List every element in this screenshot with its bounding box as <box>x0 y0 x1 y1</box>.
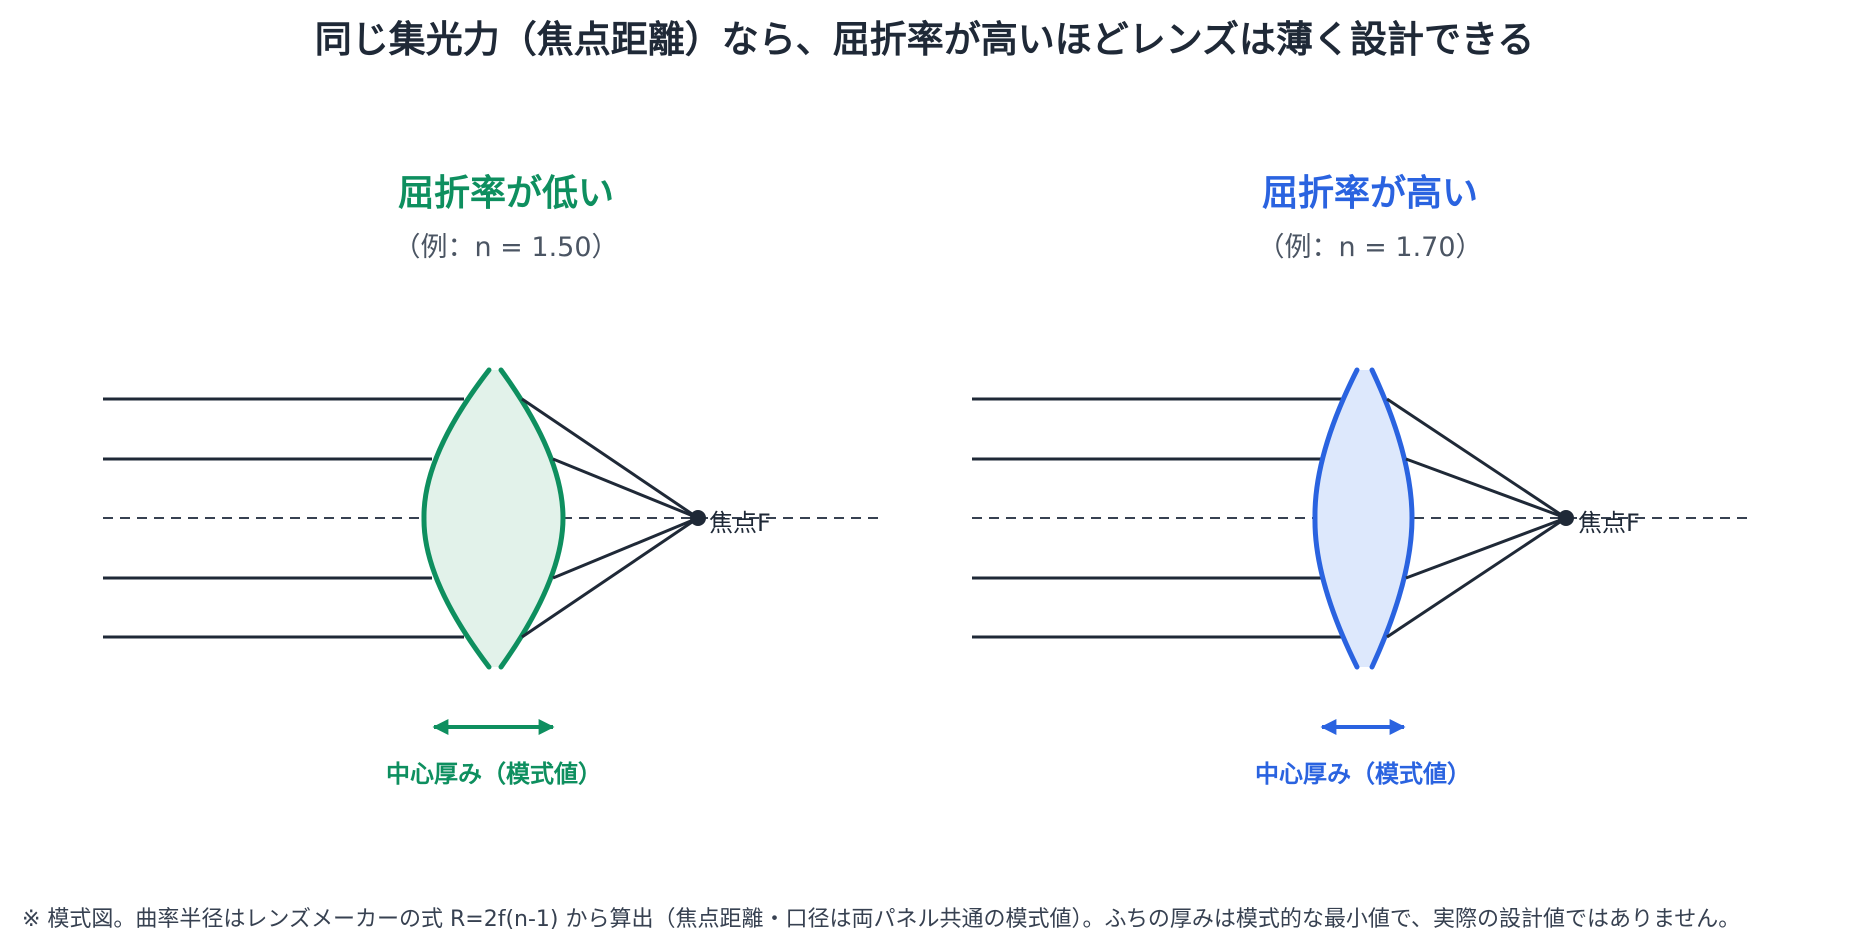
panel-subtitle-low-index: （例：n = 1.50） <box>393 232 619 263</box>
refracted-ray <box>1386 397 1567 520</box>
page-title: 同じ集光力（焦点距離）なら、屈折率が高いほどレンズは薄く設計できる <box>314 18 1535 61</box>
thickness-label-low-index: 中心厚み（模式値） <box>386 760 602 788</box>
panel-low-index: 焦点F <box>103 367 885 735</box>
refracted-ray <box>521 516 699 639</box>
lens-surface-right <box>498 367 566 670</box>
thickness-label-high-index: 中心厚み（模式値） <box>1255 760 1471 788</box>
focal-point <box>690 510 706 526</box>
focal-point <box>1558 510 1574 526</box>
refracted-ray <box>552 457 699 520</box>
lens-low-index <box>423 370 563 667</box>
refracted-ray <box>1405 516 1567 580</box>
focal-point-label: 焦点F <box>709 509 771 537</box>
refracted-ray <box>1405 457 1567 520</box>
refracted-ray <box>1386 516 1567 639</box>
panel-subtitle-high-index: （例：n = 1.70） <box>1257 232 1483 263</box>
lens-surface-right <box>1369 367 1415 670</box>
refracted-ray <box>552 516 699 580</box>
lens-surface-left <box>421 367 492 670</box>
panel-title-low-index: 屈折率が低い <box>397 173 614 214</box>
footnote: ※ 模式図。曲率半径はレンズメーカーの式 R=2f(n-1) から算出（焦点距離… <box>22 907 1741 932</box>
panel-high-index: 焦点F <box>972 367 1752 735</box>
panel-title-high-index: 屈折率が高い <box>1261 173 1478 214</box>
refracted-ray <box>521 397 699 520</box>
lens-high-index <box>1314 370 1412 667</box>
lens-surface-left <box>1312 367 1360 670</box>
focal-point-label: 焦点F <box>1578 509 1640 537</box>
